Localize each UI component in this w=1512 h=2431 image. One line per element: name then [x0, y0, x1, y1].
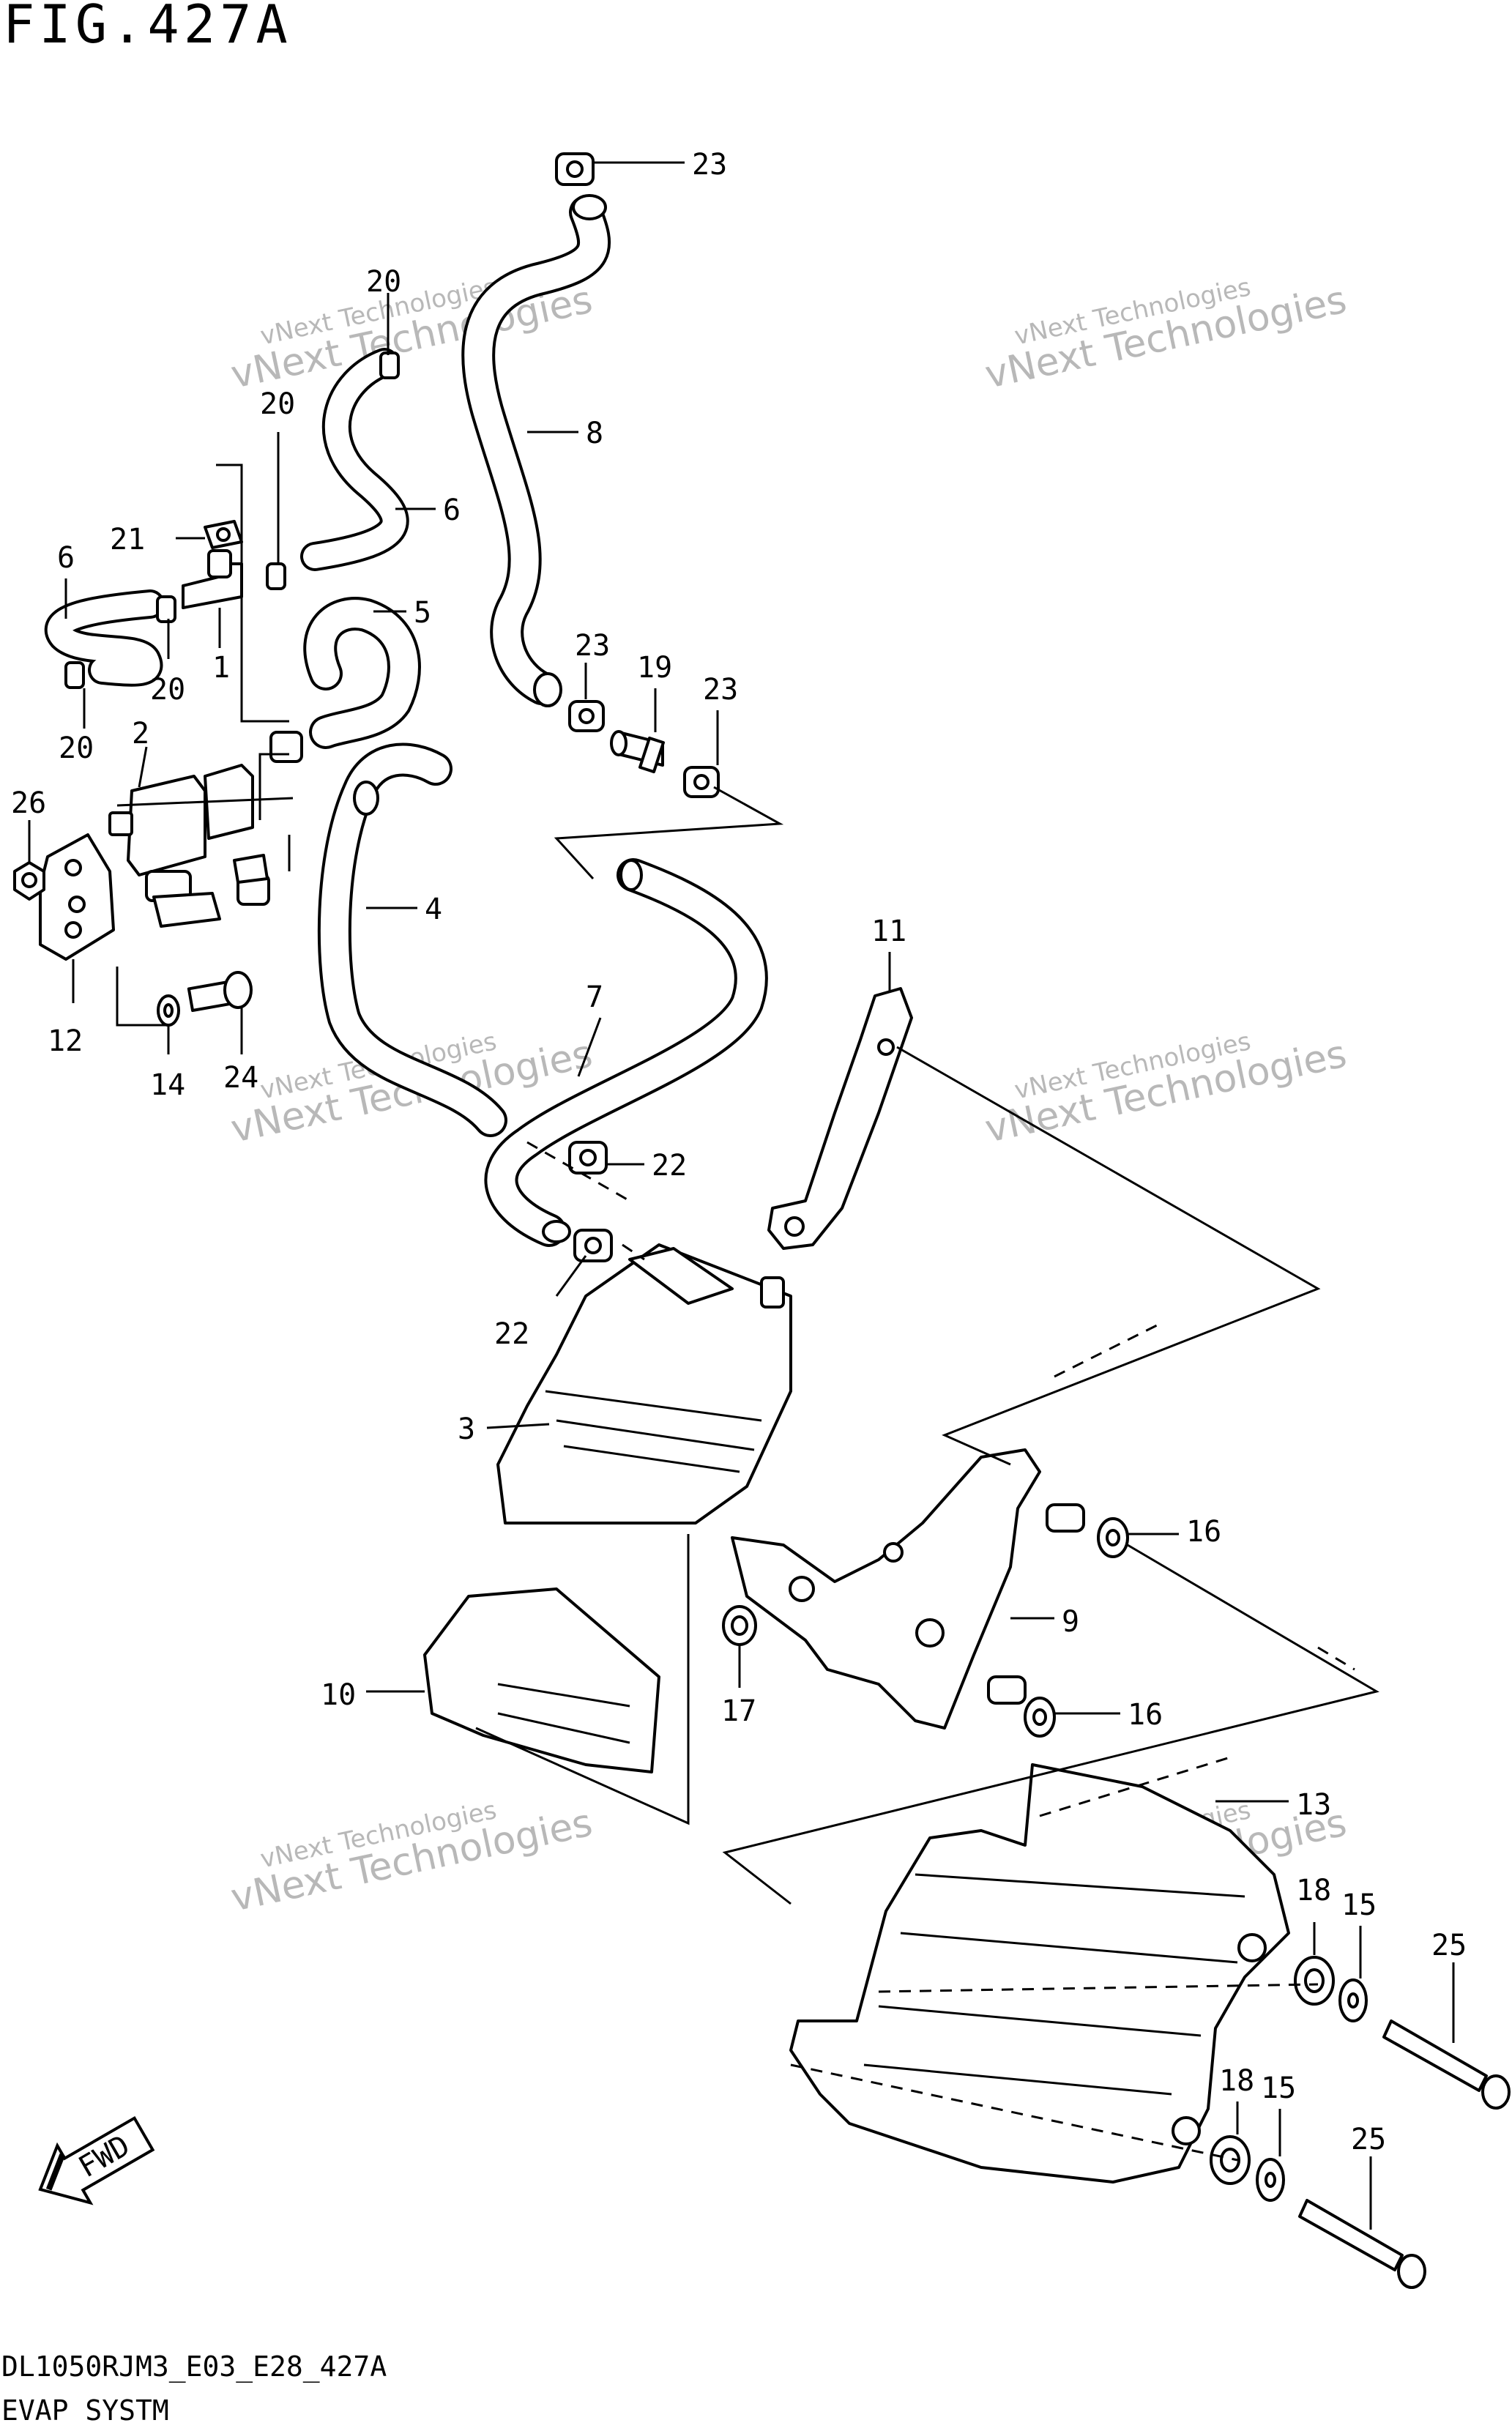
bracket-12[interactable]	[39, 833, 115, 961]
clamp-20[interactable]	[266, 562, 286, 590]
callout-18: 18	[1296, 1874, 1331, 1907]
hose-5[interactable]	[303, 597, 421, 749]
callout-25: 25	[1431, 1929, 1467, 1962]
callout-14: 14	[150, 1068, 185, 1102]
cover-13[interactable]	[789, 1763, 1290, 2184]
callout-20: 20	[150, 673, 185, 707]
clamp-22-lower[interactable]	[573, 1229, 613, 1262]
callout-15: 15	[1341, 1888, 1377, 1922]
callout-20: 20	[59, 731, 94, 765]
callout-26: 26	[11, 786, 46, 820]
callout-25: 25	[1351, 2123, 1386, 2156]
clamp-22-upper[interactable]	[568, 1141, 608, 1174]
clamp-20[interactable]	[64, 661, 85, 689]
callout-11: 11	[871, 915, 906, 948]
hose-4[interactable]	[317, 742, 507, 1137]
fwd-arrow: FWD	[38, 2115, 155, 2205]
callout-22: 22	[652, 1149, 687, 1183]
callout-2: 2	[132, 717, 149, 751]
callout-20: 20	[366, 265, 401, 299]
callout-23: 23	[575, 629, 610, 663]
bolt-25[interactable]	[1382, 2019, 1511, 2110]
figure-title: FIG.427A	[3, 0, 292, 55]
callout-6: 6	[443, 494, 461, 527]
grommet-18[interactable]	[1294, 1956, 1335, 2006]
section-name: EVAP SYSTM	[1, 2394, 169, 2427]
grommet-18[interactable]	[1210, 2135, 1251, 2185]
callout-3: 3	[458, 1412, 475, 1446]
callout-21: 21	[110, 523, 145, 556]
bolt-25[interactable]	[1298, 2199, 1426, 2289]
callout-13: 13	[1296, 1788, 1331, 1822]
callout-12: 12	[48, 1024, 83, 1058]
clamp-unnumbered[interactable]	[269, 731, 303, 763]
washer-16[interactable]	[1097, 1517, 1129, 1558]
bracket-11[interactable]	[767, 987, 913, 1250]
callout-15: 15	[1261, 2071, 1296, 2105]
leader-lines	[28, 161, 1455, 2230]
clamp-23-top[interactable]	[555, 152, 595, 186]
clamp-23-right[interactable]	[683, 766, 720, 798]
callout-4: 4	[425, 893, 442, 926]
callout-22: 22	[494, 1317, 529, 1351]
clamp-23-mid[interactable]	[568, 700, 605, 732]
callout-16: 16	[1128, 1698, 1163, 1732]
canister-3[interactable]	[496, 1243, 792, 1525]
hose-7[interactable]	[484, 858, 768, 1247]
callout-18: 18	[1219, 2064, 1254, 2098]
callout-24: 24	[223, 1061, 258, 1095]
callout-10: 10	[321, 1678, 356, 1712]
hose-6-lower[interactable]	[44, 589, 165, 687]
cover-10[interactable]	[423, 1587, 660, 1773]
callout-7: 7	[586, 980, 603, 1014]
callout-5: 5	[414, 596, 431, 630]
washer-16[interactable]	[1024, 1697, 1056, 1738]
grommet-17[interactable]	[722, 1605, 757, 1646]
washer-14[interactable]	[157, 994, 180, 1027]
callout-23: 23	[692, 148, 727, 182]
callout-1: 1	[212, 651, 230, 685]
callout-17: 17	[721, 1694, 756, 1728]
nut-26[interactable]	[13, 861, 45, 901]
bracket-9[interactable]	[731, 1448, 1085, 1730]
t-joint-1[interactable]	[182, 549, 243, 609]
bolt-24[interactable]	[187, 971, 253, 1012]
callout-9: 9	[1062, 1605, 1079, 1639]
callout-16: 16	[1186, 1515, 1221, 1549]
callout-20: 20	[260, 387, 295, 421]
callout-8: 8	[586, 417, 603, 450]
clamp-20[interactable]	[156, 595, 176, 623]
joint-21[interactable]	[204, 520, 243, 549]
clamp-20[interactable]	[379, 351, 400, 379]
purge-valve-2[interactable]	[108, 764, 269, 928]
hose-6-upper[interactable]	[300, 348, 409, 571]
hose-8[interactable]	[461, 194, 611, 707]
callout-19: 19	[637, 651, 672, 685]
callout-23: 23	[703, 673, 738, 707]
callout-6: 6	[57, 541, 75, 575]
assembly-lines	[116, 464, 1379, 2162]
callout-labels: 23 20 20 8 6 21 6 5 1 20 20 23 19 23 2 2…	[11, 148, 1467, 2156]
washer-15[interactable]	[1256, 2158, 1285, 2202]
fitting-19[interactable]	[610, 730, 665, 774]
model-code: DL1050RJM3_E03_E28_427A	[1, 2350, 387, 2383]
washer-15[interactable]	[1338, 1978, 1368, 2022]
